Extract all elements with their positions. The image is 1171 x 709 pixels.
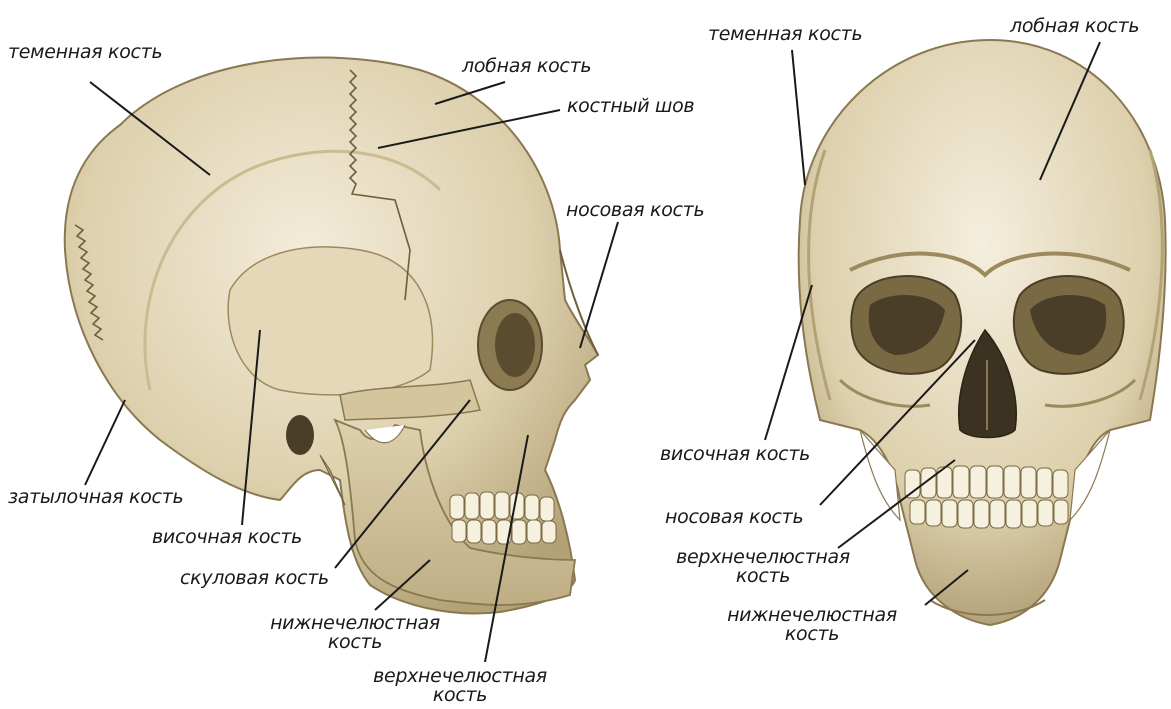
side-skull (65, 58, 598, 614)
front-label-maxilla: верхнечелюстная кость (648, 548, 878, 586)
front-label-temporal: височная кость (660, 444, 810, 464)
side-label-frontal: лобная кость (462, 56, 591, 76)
side-label-temporal: височная кость (152, 527, 302, 547)
side-label-maxilla-line2: кость (345, 686, 575, 705)
front-label-nasal: носовая кость (665, 507, 803, 527)
side-temporal-region (228, 247, 432, 395)
front-label-frontal: лобная кость (1010, 16, 1139, 36)
side-label-mandible: нижнечелюстная кость (240, 614, 470, 652)
front-label-parietal: теменная кость (708, 24, 862, 44)
front-label-mandible: нижнечелюстная кость (697, 606, 927, 644)
side-ear-canal (286, 415, 314, 455)
side-label-zygomatic: скуловая кость (180, 568, 329, 588)
side-label-occipital: затылочная кость (8, 487, 183, 507)
side-label-maxilla: верхнечелюстная кость (345, 667, 575, 705)
front-label-maxilla-line2: кость (648, 567, 878, 586)
side-label-nasal: носовая кость (566, 200, 704, 220)
side-label-suture: костный шов (567, 96, 694, 116)
side-label-parietal: теменная кость (8, 42, 162, 62)
side-label-mandible-line2: кость (240, 633, 470, 652)
front-label-mandible-line2: кость (697, 625, 927, 644)
